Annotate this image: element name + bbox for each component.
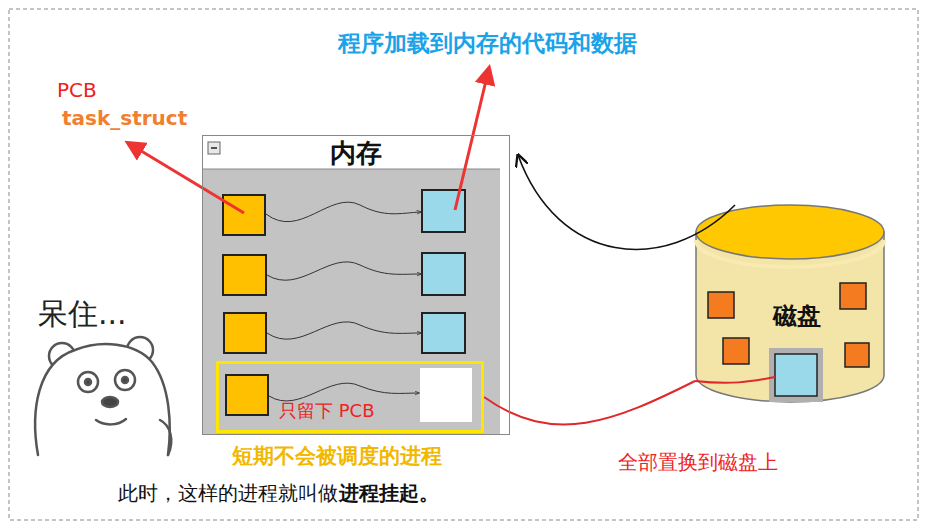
pcb-squares — [223, 195, 268, 415]
disk: 磁盘 — [695, 205, 899, 405]
note-text: 此时，这样的进程就叫做 — [118, 481, 338, 505]
pointer-arrow — [128, 143, 244, 213]
connector — [484, 381, 695, 424]
suspended-highlight: 只留下 PCB — [216, 361, 484, 433]
disk-title: 磁盘 — [695, 301, 899, 331]
swap-label: 全部置换到磁盘上 — [618, 450, 778, 474]
memory-box: 内存只留下 PCB — [202, 135, 510, 435]
memory-panel — [202, 135, 500, 435]
code-data-squares — [422, 190, 465, 353]
code-data-label: 程序加载到内存的代码和数据 — [338, 30, 637, 58]
swap-line — [695, 377, 775, 383]
dashed-frame — [9, 9, 918, 520]
empty-slot — [420, 368, 472, 422]
bear-sketch — [35, 337, 171, 455]
pcb-label: PCB — [57, 78, 97, 102]
box-note: 只留下 PCB — [279, 400, 375, 422]
connector — [518, 155, 735, 249]
box-title: 内存 — [203, 136, 509, 170]
state-label: 短期不会被调度的进程 — [232, 444, 442, 469]
struct-label: task_struct — [62, 106, 187, 130]
pcb-links — [266, 202, 421, 401]
pointer-arrow — [455, 68, 489, 210]
bear-caption: 呆住... — [38, 296, 127, 332]
note-term: 进程挂起。 — [339, 481, 439, 505]
